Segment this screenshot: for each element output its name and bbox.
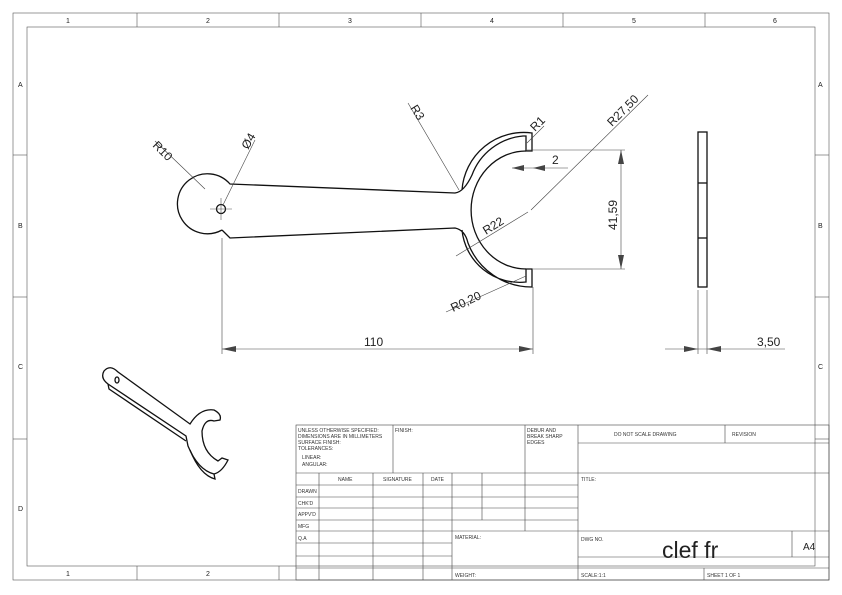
dim-w2: 2 [552,153,559,167]
tb-unless-6: ANGULAR: [302,462,328,468]
zone-top-2: 2 [206,18,210,25]
zone-top-6: 6 [773,18,777,25]
dim-h41: 41,59 [606,200,620,230]
zone-bottom-1: 1 [66,571,70,578]
title-block-lines [295,424,830,581]
zone-left-a: A [18,82,23,89]
tb-row-drawn: DRAWN [298,489,317,495]
wrench-side-view [697,131,708,288]
dim-r27: R27,50 [604,92,641,129]
zone-top-5: 5 [632,18,636,25]
tb-row-mfg: MFG [298,524,309,530]
tb-col-signature: SIGNATURE [383,477,412,483]
tb-finish: FINISH: [395,428,413,434]
tb-revision: REVISION [732,432,756,438]
zone-right-b: B [818,223,823,230]
tb-unless-4: TOLERANCES: [298,446,333,452]
tb-size: A4 [803,542,816,553]
tb-sheet: SHEET 1 OF 1 [707,573,740,579]
tb-weight: WEIGHT: [455,573,476,579]
zone-bottom-2: 2 [206,571,210,578]
tb-row-chkd: CHK'D [298,501,314,507]
tb-col-date: DATE [431,477,445,483]
zone-right-c: C [818,364,823,371]
wrench-isometric-view [102,367,229,480]
tb-unless-2: DIMENSIONS ARE IN MILLIMETERS [298,434,383,440]
tb-row-appvd: APPV'D [298,512,316,518]
top-zone-dividers [13,13,829,580]
tb-col-name: NAME [338,477,353,483]
tb-deburr-2: BREAK SHARP [527,434,563,440]
dimension-arrows [222,150,721,352]
zone-top-3: 3 [348,18,352,25]
tb-dwg-no: DWG NO. [581,537,604,543]
dim-len110: 110 [364,335,383,349]
tb-deburr-3: EDGES [527,440,545,446]
tb-unless-1: UNLESS OTHERWISE SPECIFIED: [298,428,379,434]
tb-row-qa: Q.A [298,536,307,542]
outer-border [12,12,830,581]
dim-r3: R3 [407,102,427,123]
zone-left-d: D [18,506,23,513]
tb-unless-3: SURFACE FINISH: [298,440,341,446]
zone-left-c: C [18,364,23,371]
zone-top-4: 4 [490,18,494,25]
zone-top-1: 1 [66,18,70,25]
tb-deburr-1: DEBUR AND [527,428,557,434]
tb-material: MATERIAL: [455,535,481,541]
dim-r020: R0,20 [448,288,483,314]
dim-r22: R22 [480,214,506,238]
tb-do-not-scale: DO NOT SCALE DRAWING [614,432,677,438]
dim-r1: R1 [527,113,548,134]
zone-right-a: A [818,82,823,89]
tb-title-label: TITLE: [581,477,596,483]
dim-t350: 3,50 [757,335,781,349]
tb-drawing-name: clef fr [662,537,719,563]
tb-scale: SCALE:1:1 [581,573,606,579]
wrench-front-view [176,131,533,288]
dim-d4: Ø4 [238,130,258,151]
zone-left-b: B [18,223,23,230]
dim-r10: R10 [150,138,176,164]
tb-unless-5: LINEAR: [302,455,321,461]
